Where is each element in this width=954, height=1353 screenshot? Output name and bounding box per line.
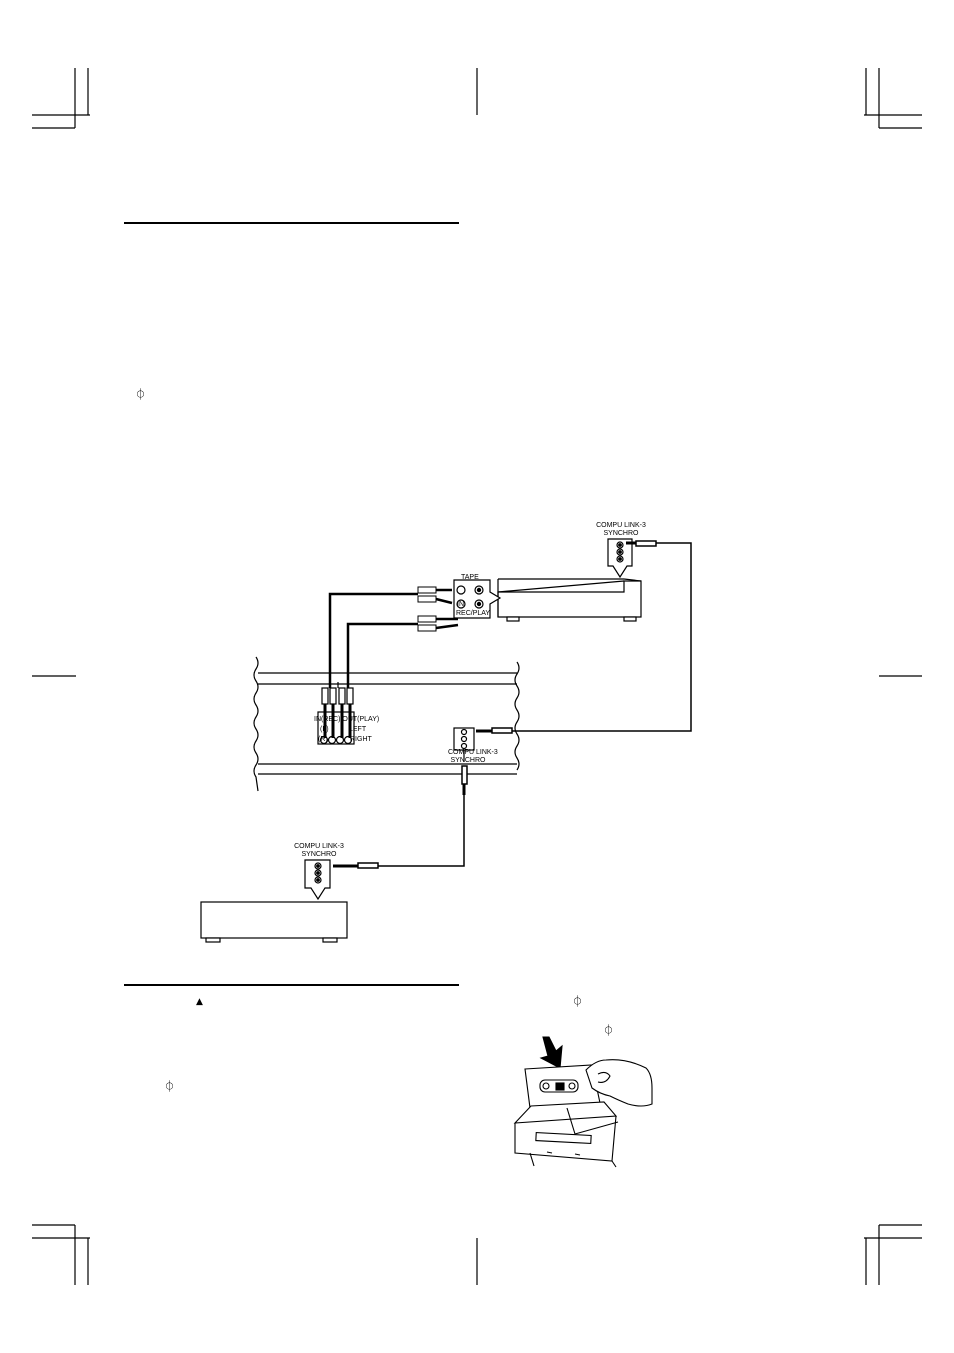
receiver-rca-jacks: [317, 682, 355, 745]
receiver-rca-r: (R): [318, 736, 328, 743]
receiver-rca-l: (L): [320, 726, 329, 733]
power-icon: ⏀: [164, 1080, 175, 1093]
receiver-rca-left: LEFT: [349, 726, 367, 733]
tape-panel-callout: [453, 579, 502, 619]
compulink-cable-top: [476, 540, 692, 734]
bottom-compulink-line1: COMPU LINK-3: [294, 843, 344, 850]
receiver-compulink-label: COMPU LINK-3 SYNCHRO: [448, 749, 498, 765]
bottom-compulink-line2: SYNCHRO: [301, 851, 337, 858]
insert-arrow-icon: [539, 1036, 563, 1069]
top-compulink-label: COMPU LINK-3 SYNCHRO: [595, 522, 647, 538]
section-rule-bottom: [124, 984, 459, 986]
tape-label: TAPE: [461, 574, 479, 581]
receiver-rca-right: RIGHT: [350, 736, 372, 743]
receiver-panel: [253, 656, 520, 792]
tape-in-label: IN: [457, 601, 464, 608]
section-rule-top: [124, 222, 459, 224]
receiver-compulink-line2: SYNCHRO: [450, 757, 486, 764]
power-icon: ⏀: [572, 995, 583, 1008]
receiver-compulink-jack: [453, 727, 475, 762]
bottom-unit: [200, 901, 348, 943]
bottom-compulink-callout: [304, 859, 331, 901]
power-icon: ⏀: [603, 1024, 614, 1037]
power-icon: ⏀: [135, 388, 146, 401]
eject-icon: ▲: [196, 997, 203, 1007]
top-compulink-label-line2: SYNCHRO: [603, 530, 639, 537]
receiver-rca-row1: IN(REC) OUT(PLAY): [314, 716, 380, 723]
tape-plugs: [417, 586, 459, 632]
compulink-cable-bottom: [333, 765, 468, 869]
bottom-compulink-label: COMPU LINK-3 SYNCHRO: [293, 843, 345, 859]
tape-rec-play-label: REC/PLAY: [456, 610, 491, 617]
top-compulink-label-line1: COMPU LINK-3: [596, 522, 646, 529]
top-cassette-deck: [497, 578, 642, 622]
receiver-compulink-line1: COMPU LINK-3: [448, 749, 498, 756]
